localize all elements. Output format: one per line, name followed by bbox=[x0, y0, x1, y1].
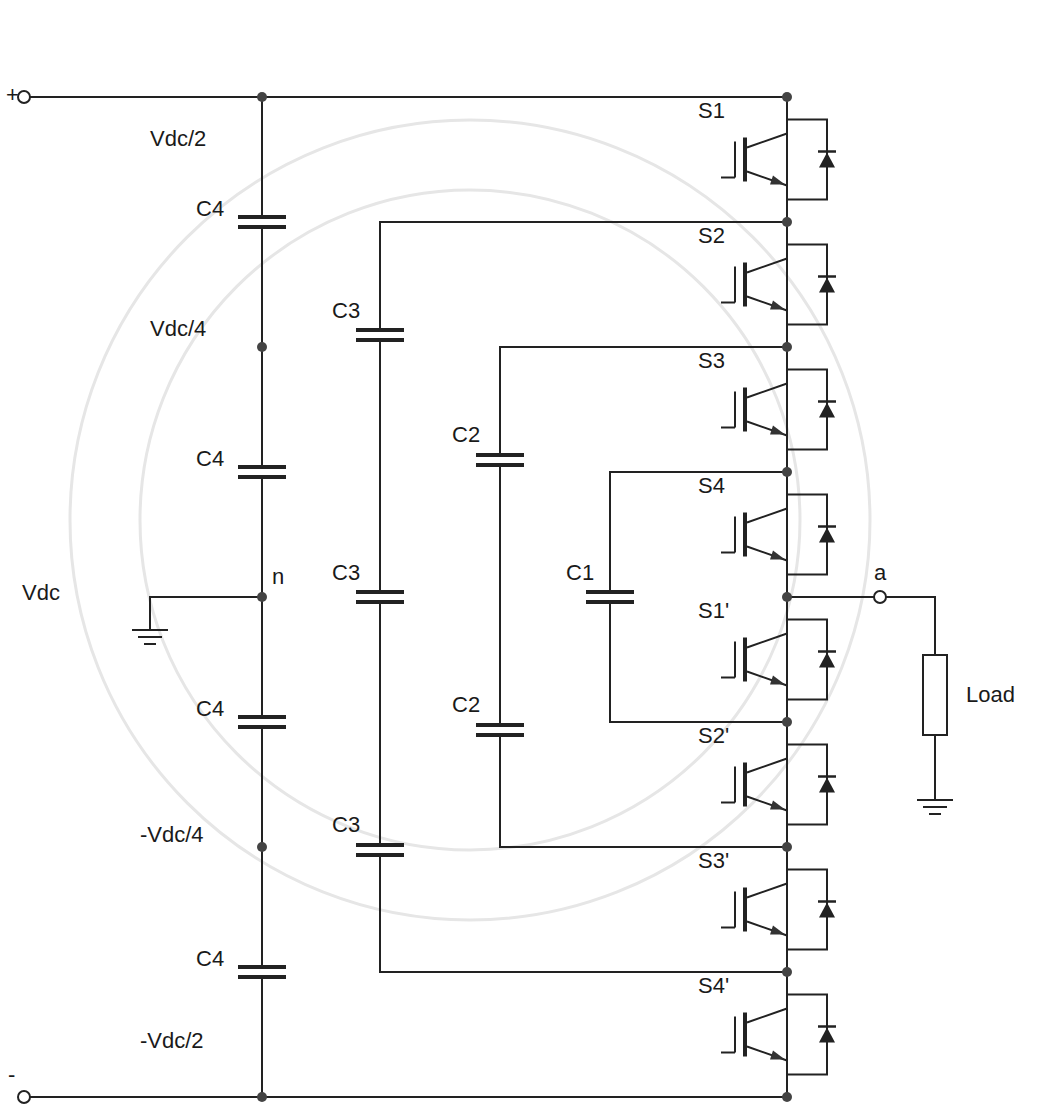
capacitor-plate bbox=[238, 725, 286, 729]
capacitor-label: C2 bbox=[452, 694, 480, 716]
voltage-label: Vdc/4 bbox=[150, 318, 206, 340]
switch-label: S3' bbox=[698, 850, 729, 872]
capacitor-label: C4 bbox=[196, 448, 224, 470]
load-label: Load bbox=[966, 684, 1015, 706]
capacitor bbox=[356, 592, 404, 602]
wires bbox=[18, 91, 953, 1103]
capacitor-plate bbox=[586, 590, 634, 594]
voltage-label: -Vdc/4 bbox=[140, 824, 204, 846]
capacitor-label: C2 bbox=[452, 424, 480, 446]
capacitor-plate bbox=[476, 463, 524, 467]
voltage-label: Vdc/2 bbox=[150, 128, 206, 150]
capacitor-label: C4 bbox=[196, 948, 224, 970]
capacitor-label: C3 bbox=[332, 814, 360, 836]
capacitor-plate bbox=[356, 843, 404, 847]
capacitor-plate bbox=[356, 590, 404, 594]
capacitor-plate bbox=[238, 975, 286, 979]
capacitor-plate bbox=[356, 338, 404, 342]
capacitor bbox=[238, 967, 286, 977]
capacitor-label: C3 bbox=[332, 300, 360, 322]
capacitor-plate bbox=[238, 965, 286, 969]
capacitor bbox=[476, 725, 524, 735]
watermark bbox=[70, 120, 870, 920]
capacitor-plate bbox=[356, 853, 404, 857]
capacitor-plate bbox=[238, 225, 286, 229]
capacitor-label: C3 bbox=[332, 562, 360, 584]
igbt-switches bbox=[721, 97, 836, 1097]
capacitor-label: C4 bbox=[196, 198, 224, 220]
terminal-label: + bbox=[6, 84, 19, 106]
capacitor-plate bbox=[586, 600, 634, 604]
capacitor-plate bbox=[238, 715, 286, 719]
capacitor-plate bbox=[238, 475, 286, 479]
switch-label: S2 bbox=[698, 225, 725, 247]
capacitor-plate bbox=[356, 328, 404, 332]
terminal-label: - bbox=[8, 1064, 15, 1086]
capacitor bbox=[238, 217, 286, 227]
switch-label: S4' bbox=[698, 975, 729, 997]
capacitor-plate bbox=[476, 723, 524, 727]
voltage-label: -Vdc/2 bbox=[140, 1030, 204, 1052]
capacitor bbox=[356, 845, 404, 855]
capacitor bbox=[238, 717, 286, 727]
capacitor bbox=[586, 592, 634, 602]
switch-label: S1' bbox=[698, 600, 729, 622]
capacitor bbox=[356, 330, 404, 340]
switch-label: S4 bbox=[698, 475, 725, 497]
capacitor-label: C4 bbox=[196, 698, 224, 720]
capacitor-plate bbox=[356, 600, 404, 604]
capacitor bbox=[476, 455, 524, 465]
voltage-label: Vdc bbox=[22, 582, 60, 604]
capacitor-plate bbox=[238, 465, 286, 469]
switch-label: S1 bbox=[698, 100, 725, 122]
capacitor-symbols bbox=[238, 217, 634, 977]
node-label: n bbox=[272, 566, 284, 588]
capacitor-plate bbox=[476, 733, 524, 737]
switch-label: S3 bbox=[698, 350, 725, 372]
junction-dots bbox=[257, 92, 792, 1102]
capacitor-plate bbox=[238, 215, 286, 219]
capacitor-label: C1 bbox=[566, 562, 594, 584]
terminal-label: a bbox=[874, 562, 886, 584]
capacitor bbox=[238, 467, 286, 477]
switch-label: S2' bbox=[698, 725, 729, 747]
capacitor-plate bbox=[476, 453, 524, 457]
